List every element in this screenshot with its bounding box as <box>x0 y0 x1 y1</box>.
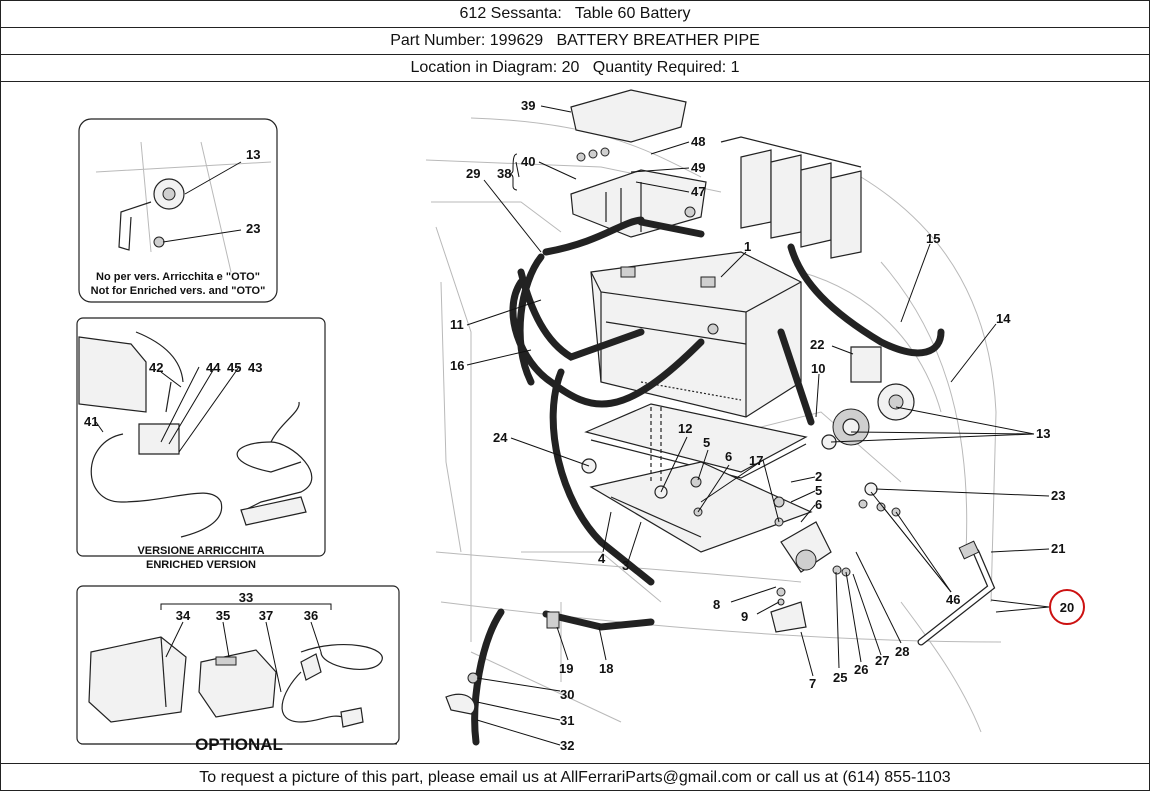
callout-41: 41 <box>84 414 98 429</box>
callout-3: 3 <box>622 558 629 573</box>
callout-35: 35 <box>216 608 230 623</box>
callout-12: 12 <box>678 421 692 436</box>
page-title: 612 Sessanta: Table 60 Battery <box>1 1 1149 28</box>
callout-1: 1 <box>744 239 751 254</box>
callout-6a: 6 <box>725 449 732 464</box>
cables <box>471 216 996 746</box>
callout-42: 42 <box>149 360 163 375</box>
callout-38: 38 <box>497 166 511 181</box>
diagram-svg: 13 23 No per vers. Arricchita e "OTO" No… <box>76 89 1085 754</box>
callout-13: 13 <box>1036 426 1050 441</box>
callout-17: 17 <box>749 453 763 468</box>
parts-diagram: 13 23 No per vers. Arricchita e "OTO" No… <box>1 82 1149 762</box>
callout-15: 15 <box>926 231 940 246</box>
callout-19: 19 <box>559 661 573 676</box>
callout-20: 20 <box>1060 600 1074 615</box>
inset-caption-en: Not for Enriched vers. and "OTO" <box>91 285 266 297</box>
callout-36: 36 <box>304 608 318 623</box>
inset-not-enriched: 13 23 No per vers. Arricchita e "OTO" No… <box>78 118 278 303</box>
callout-25: 25 <box>833 670 847 685</box>
callout-11: 11 <box>450 317 464 332</box>
callout-5a: 5 <box>703 435 710 450</box>
inset-optional: 33 34 35 37 36 OPTIONAL <box>76 585 400 754</box>
battery-cells <box>720 136 862 259</box>
callout-46: 46 <box>946 592 960 607</box>
callout-40: 40 <box>521 154 535 169</box>
callout-10: 10 <box>811 361 825 376</box>
footer-contact: To request a picture of this part, pleas… <box>1 763 1149 791</box>
highlight-circle <box>1049 589 1085 625</box>
optional-label: OPTIONAL <box>195 735 283 754</box>
hardware <box>445 206 785 715</box>
callout-9: 9 <box>741 609 748 624</box>
callout-37: 37 <box>259 608 273 623</box>
leader-lines <box>466 105 1050 746</box>
callout-44: 44 <box>206 360 221 375</box>
callout-16: 16 <box>450 358 464 373</box>
callout-31: 31 <box>560 713 574 728</box>
callout-2: 2 <box>815 469 822 484</box>
callout-39: 39 <box>521 98 535 113</box>
callout-29: 29 <box>466 166 480 181</box>
enriched-caption-en: ENRICHED VERSION <box>146 559 256 571</box>
callout-30: 30 <box>560 687 574 702</box>
callout-26: 26 <box>854 662 868 677</box>
inset-caption-it: No per vers. Arricchita e "OTO" <box>96 271 260 283</box>
callout-13-inset: 13 <box>246 147 260 162</box>
fuse-box <box>570 89 707 238</box>
callout-28: 28 <box>895 644 909 659</box>
callout-23-inset: 23 <box>246 221 260 236</box>
callout-43: 43 <box>248 360 262 375</box>
inset-enriched: 42 44 45 43 41 VERSIONE ARRICCHITA ENRIC… <box>76 317 326 571</box>
callout-7: 7 <box>809 676 816 691</box>
callout-32: 32 <box>560 738 574 753</box>
callout-34: 34 <box>176 608 191 623</box>
callout-49: 49 <box>691 160 705 175</box>
callout-23: 23 <box>1051 488 1065 503</box>
part-number-row: Part Number: 199629 BATTERY BREATHER PIP… <box>1 28 1149 55</box>
callout-6b: 6 <box>815 497 822 512</box>
callout-24: 24 <box>493 430 508 445</box>
callout-5b: 5 <box>815 483 822 498</box>
highlighted-callout-20[interactable]: 20 <box>990 589 1085 625</box>
battery <box>590 251 802 418</box>
callout-14: 14 <box>996 311 1011 326</box>
callout-labels: 39 40 38 29 48 49 47 1 15 14 22 10 13 23… <box>450 98 1065 753</box>
callout-48: 48 <box>691 134 705 149</box>
callout-45: 45 <box>227 360 241 375</box>
callout-18: 18 <box>599 661 613 676</box>
callout-8: 8 <box>713 597 720 612</box>
callout-27: 27 <box>875 653 889 668</box>
callout-21: 21 <box>1051 541 1065 556</box>
location-row: Location in Diagram: 20 Quantity Require… <box>1 55 1149 82</box>
callout-4: 4 <box>598 551 606 566</box>
callout-33: 33 <box>239 590 253 605</box>
callout-47: 47 <box>691 184 705 199</box>
callout-22: 22 <box>810 337 824 352</box>
enriched-caption-it: VERSIONE ARRICCHITA <box>137 545 264 557</box>
